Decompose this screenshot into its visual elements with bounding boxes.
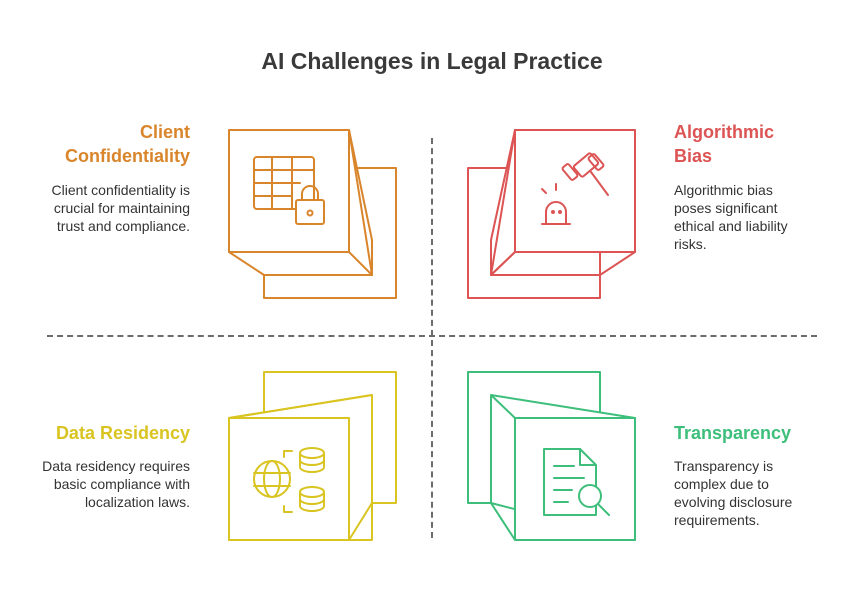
residency-description: Data residency requires basic compliance… [42, 458, 190, 510]
bias-box [467, 129, 636, 299]
confidentiality-heading: Client Confidentiality [65, 122, 190, 166]
bias-description: Algorithmic bias poses significant ethic… [674, 182, 788, 252]
transparency-heading: Transparency [674, 423, 792, 443]
residency-heading: Data Residency [55, 423, 190, 443]
vertical-divider [431, 138, 433, 538]
residency-box [228, 371, 397, 541]
horizontal-divider [47, 335, 817, 337]
confidentiality-description: Client confidentiality is crucial for ma… [51, 182, 190, 234]
globe-database-icon [253, 447, 325, 513]
gavel-icon [541, 152, 609, 225]
page-title: AI Challenges in Legal Practice [261, 48, 603, 74]
transparency-description: Transparency is complex due to evolving … [674, 458, 793, 528]
document-search-icon [543, 448, 610, 516]
bias-heading: Algorithmic Bias [674, 122, 775, 166]
table-lock-icon [253, 156, 325, 225]
